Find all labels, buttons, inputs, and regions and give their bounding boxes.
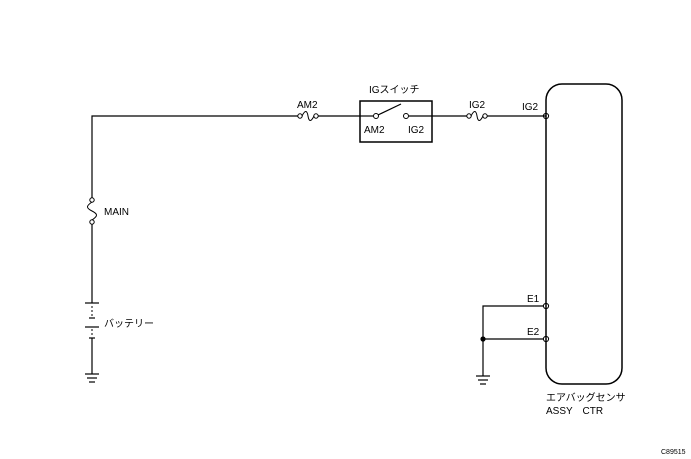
- ig2-fuse: [466, 111, 488, 121]
- airbag-sensor-box: [545, 83, 623, 385]
- terminal-ig2: [542, 112, 550, 120]
- sensor-terminal-e2-label: E2: [527, 327, 540, 338]
- battery-symbol: [85, 302, 99, 374]
- ig-switch: [359, 100, 433, 143]
- ig2-fuse-label: IG2: [469, 100, 486, 111]
- main-power-wire: [91, 115, 546, 198]
- airbag-sensor-subname: ASSY CTR: [546, 406, 603, 417]
- sensor-terminal-e1-label: E1: [527, 294, 540, 305]
- sensor-ground-wire: [480, 305, 543, 376]
- ig-switch-terminal-ig2: IG2: [408, 125, 425, 136]
- ig-switch-title: IGスイッチ: [369, 84, 420, 96]
- figure-code: C89515: [661, 449, 686, 456]
- main-fuse: [87, 197, 97, 225]
- main-fuse-label: MAIN: [104, 207, 129, 218]
- terminal-e1: [542, 302, 550, 310]
- sensor-terminal-ig2-label: IG2: [522, 102, 539, 113]
- am2-fuse: [297, 111, 319, 121]
- sensor-ground-icon: [476, 375, 490, 385]
- battery-label: バッテリー: [104, 318, 154, 330]
- terminal-e2: [542, 335, 550, 343]
- airbag-sensor-name: エアバッグセンサ: [546, 391, 626, 404]
- ig-switch-terminal-am2: AM2: [364, 125, 385, 136]
- am2-fuse-label: AM2: [297, 100, 318, 111]
- battery-ground-icon: [85, 373, 99, 383]
